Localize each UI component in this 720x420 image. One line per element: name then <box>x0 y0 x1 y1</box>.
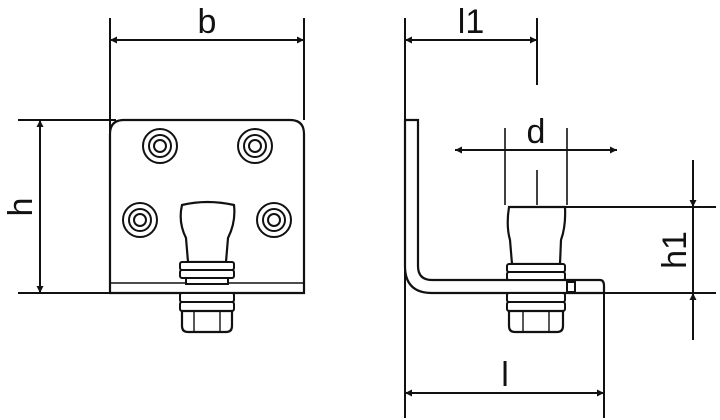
front-washer-3 <box>179 292 235 303</box>
label-l1: l1 <box>458 3 484 41</box>
front-washer-4 <box>179 301 235 312</box>
side-clip <box>566 281 576 293</box>
bolt-bottom-left <box>122 202 158 238</box>
front-nut <box>180 309 234 334</box>
side-washer-2 <box>506 271 566 281</box>
side-view <box>403 18 716 418</box>
label-h1: h1 <box>656 231 694 269</box>
side-washer-3 <box>506 292 566 303</box>
front-washer-1 <box>179 261 235 271</box>
label-d: d <box>527 113 546 151</box>
front-stem <box>185 277 229 285</box>
side-washer-1 <box>506 263 566 273</box>
bolt-top-right <box>237 128 273 164</box>
side-washer-4 <box>506 301 566 312</box>
front-washer-2 <box>179 269 235 279</box>
label-h: h <box>2 198 40 217</box>
side-nut <box>507 309 565 334</box>
front-view <box>18 18 306 334</box>
bolt-bottom-right <box>256 202 292 238</box>
label-b: b <box>198 3 217 41</box>
label-l: l <box>501 356 509 394</box>
side-bracket <box>403 118 606 295</box>
front-roller <box>179 200 236 264</box>
bolt-top-left <box>142 128 178 164</box>
side-roller <box>506 205 567 266</box>
